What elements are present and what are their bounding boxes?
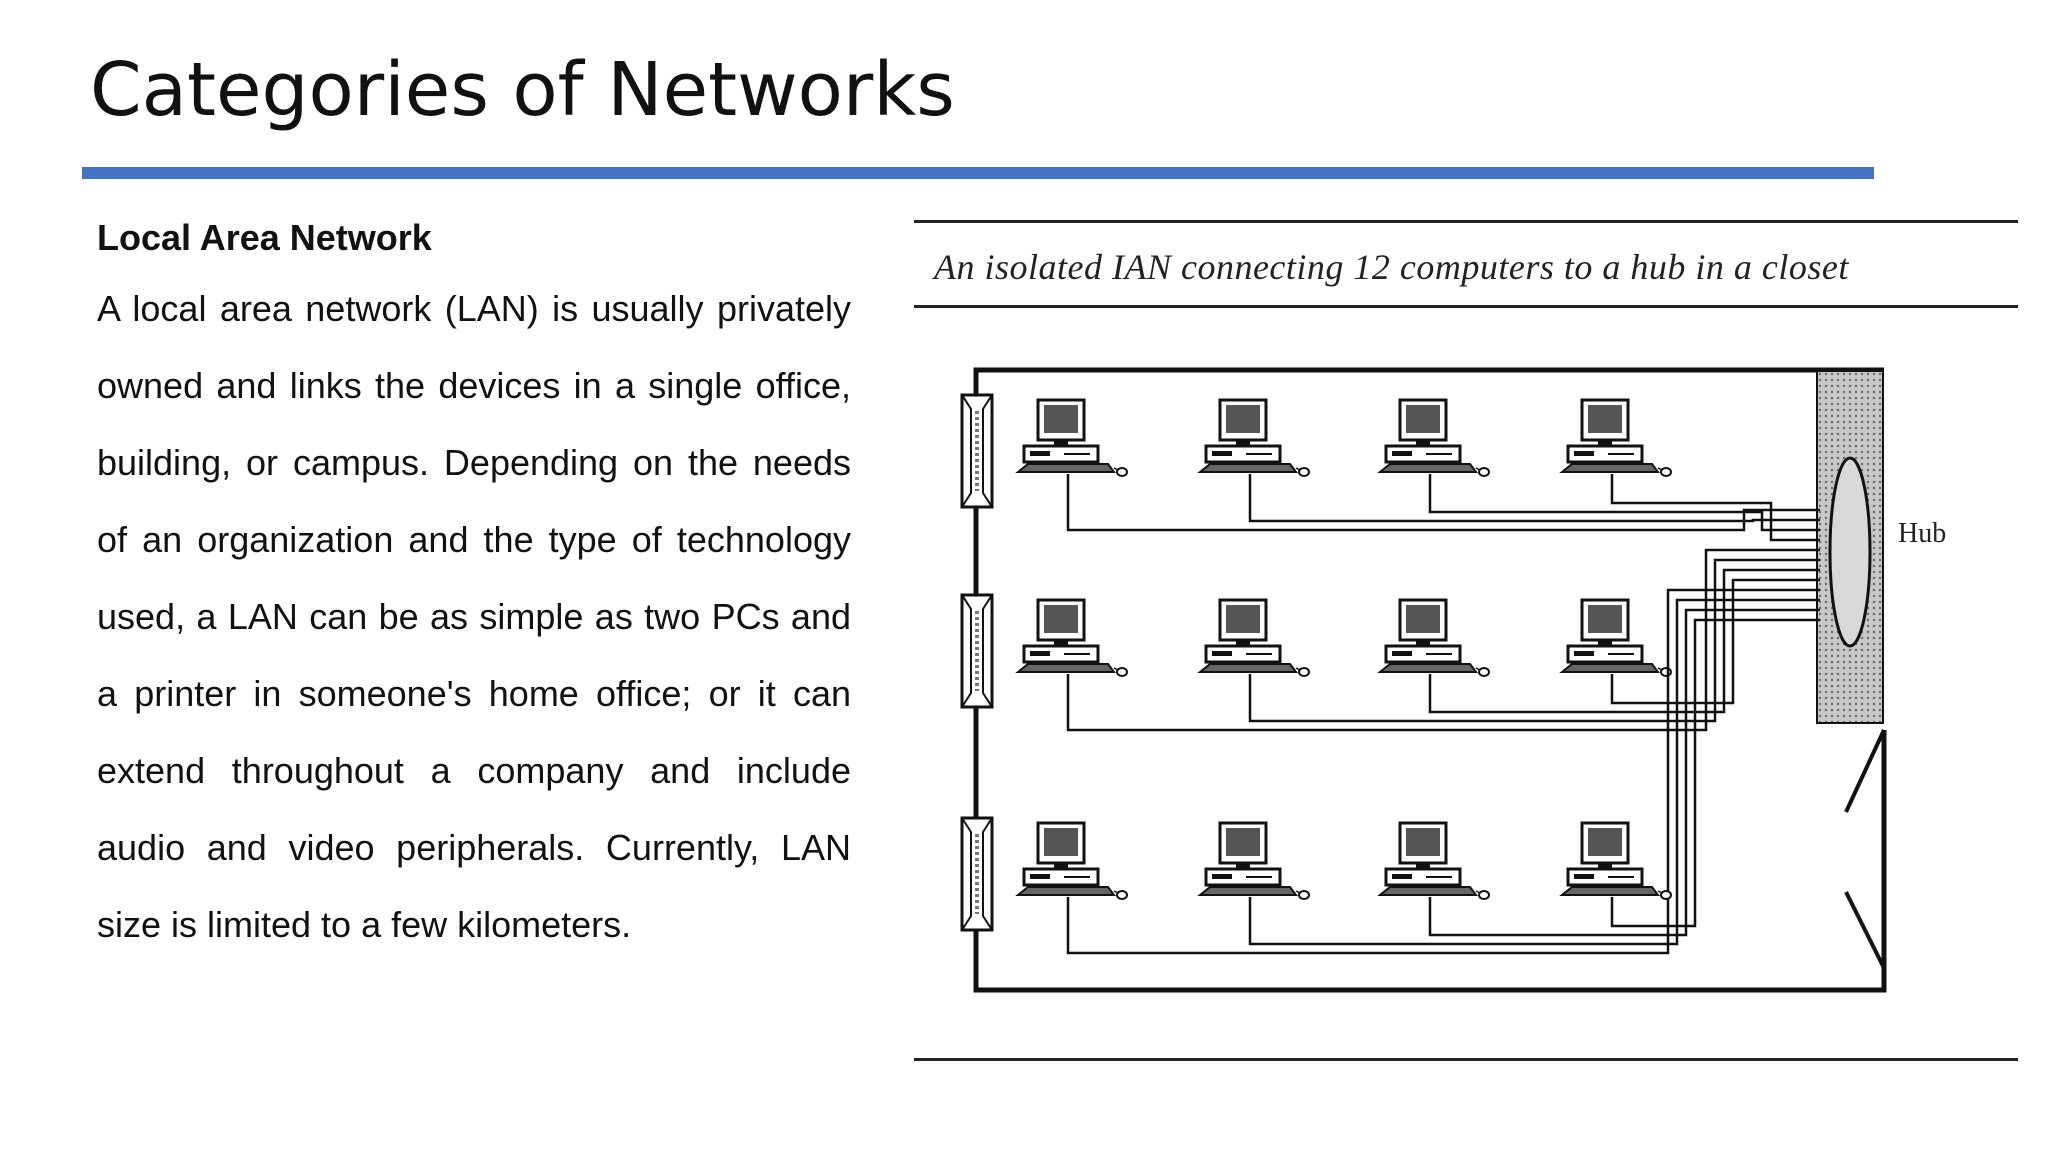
wall-plate-icon (960, 393, 994, 509)
wall-plate-icon (960, 593, 994, 709)
figure-caption: An isolated IAN connecting 12 computers … (934, 247, 1849, 287)
desktop-computer-icon (1015, 598, 1128, 677)
network-cable (1428, 568, 1820, 714)
network-cable (1066, 548, 1820, 732)
network-cable (1610, 618, 1820, 928)
desktop-computer-icon (1197, 398, 1310, 477)
network-cable (1066, 474, 1820, 532)
network-cable (1428, 474, 1820, 532)
desktop-computer-icon (1559, 598, 1672, 677)
lan-diagram: Hub (960, 367, 1946, 993)
desktop-computer-icon (1197, 598, 1310, 677)
closet-door-bottom (1844, 891, 1886, 969)
desktop-computer-icon (1015, 398, 1128, 477)
figure-bottom-rule (914, 1058, 2018, 1061)
desktop-computer-icon (1377, 821, 1490, 900)
wall-plate-icon (960, 816, 994, 932)
network-cable (1610, 474, 1820, 542)
desktop-computer-icon (1559, 821, 1672, 900)
desktop-computer-icon (1015, 821, 1128, 900)
figure-top-rule (914, 220, 2018, 223)
desktop-computer-icon (1377, 598, 1490, 677)
slide-title: Categories of Networks (90, 47, 955, 133)
hub-label: Hub (1898, 518, 1946, 549)
network-cable (1248, 474, 1820, 523)
title-underline (82, 167, 1874, 179)
network-cable (1248, 598, 1820, 946)
text-block: Local Area Network A local area network … (97, 212, 851, 963)
figure-caption-rule (914, 305, 2018, 308)
section-heading: Local Area Network (97, 217, 432, 258)
closet-door-top (1844, 729, 1886, 813)
network-cable (1248, 558, 1820, 723)
network-cable (1610, 578, 1820, 705)
desktop-computer-icon (1197, 821, 1310, 900)
desktop-computer-icon (1559, 398, 1672, 477)
body-paragraph: A local area network (LAN) is usually pr… (97, 288, 851, 945)
hub-icon: Hub (1816, 370, 1946, 724)
building-outline (973, 367, 1887, 993)
lan-figure: An isolated IAN connecting 12 computers … (914, 220, 2018, 1062)
desktop-computer-icon (1377, 398, 1490, 477)
network-cable (1066, 588, 1820, 955)
network-cable (1428, 608, 1820, 937)
